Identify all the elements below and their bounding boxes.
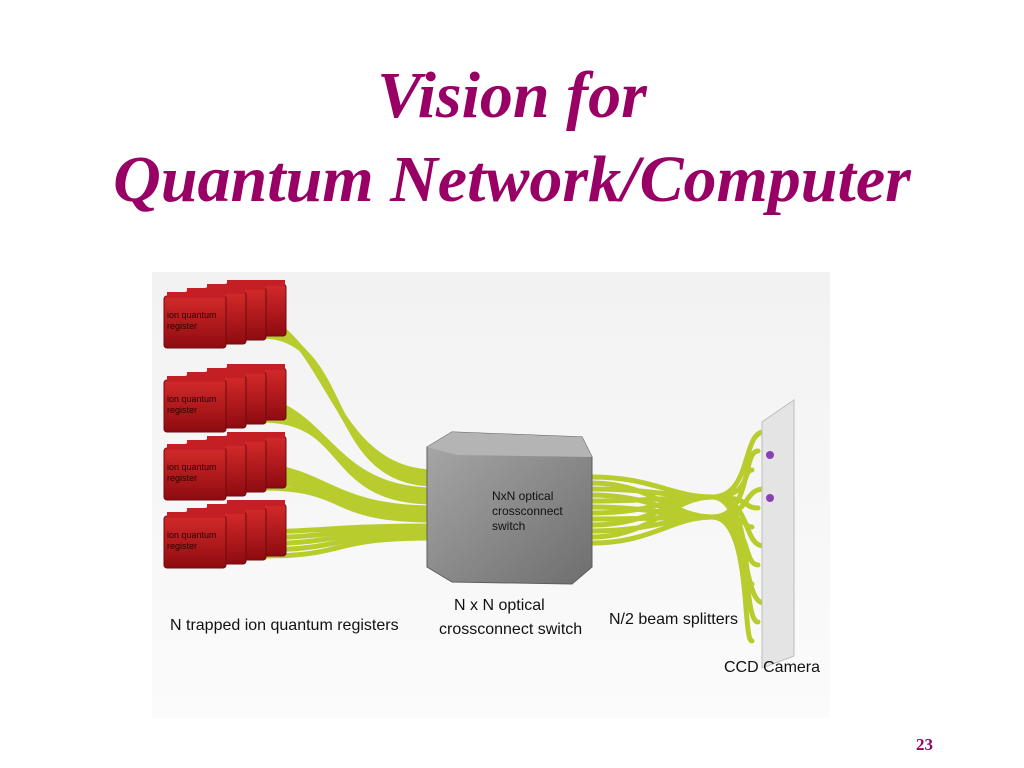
ion-register-top [207,284,265,290]
ion-register-top [207,504,265,510]
ion-dot [766,451,774,459]
right-fiber-bundle [589,429,767,644]
optical-switch-block: NxN optical crossconnect switch [426,431,593,585]
register-label-line1: ion quantum [167,394,217,404]
register-label-line2: register [167,405,197,415]
switch-block-label-3: switch [492,519,525,533]
switch-block-label-2: crossconnect [492,504,563,518]
switch-block-label-1: NxN optical [492,489,553,503]
caption-switch-line2: crossconnect switch [439,621,582,638]
optical-fiber [259,485,437,523]
register-label-line1: ion quantum [167,530,217,540]
ion-register-top [187,508,245,514]
register-label-line2: register [167,321,197,331]
register-label-line1: ion quantum [167,462,217,472]
ion-register-top [167,376,225,382]
ion-register-top [167,512,225,518]
caption-switch-line1: N x N optical [454,597,545,614]
slide-title-line2: Quantum Network/Computer [113,143,911,216]
caption-splitters: N/2 beam splitters [609,611,738,628]
ion-register-top [227,280,285,286]
register-label-line2: register [167,473,197,483]
ion-register-top [207,368,265,374]
caption-registers: N trapped ion quantum registers [170,617,399,634]
ion-register-top [207,436,265,442]
slide-number: 23 [916,735,933,754]
ion-register-top [227,500,285,506]
ion-register-top [167,292,225,298]
caption-camera: CCD Camera [724,659,820,676]
ion-dot [766,494,774,502]
ion-register-top [167,444,225,450]
ccd-camera [761,399,795,669]
optical-fiber [589,494,761,625]
register-label-line1: ion quantum [167,310,217,320]
ion-register-top [187,372,245,378]
optical-fiber [259,535,437,559]
slide-title-line1: Vision for [377,59,647,132]
optical-fiber [259,417,437,505]
register-label-line2: register [167,541,197,551]
optical-fiber [259,333,437,487]
ion-register-top [187,288,245,294]
ion-register-top [227,432,285,438]
ion-register-top [227,364,285,370]
ion-register-top [187,440,245,446]
optical-fiber [589,514,755,644]
